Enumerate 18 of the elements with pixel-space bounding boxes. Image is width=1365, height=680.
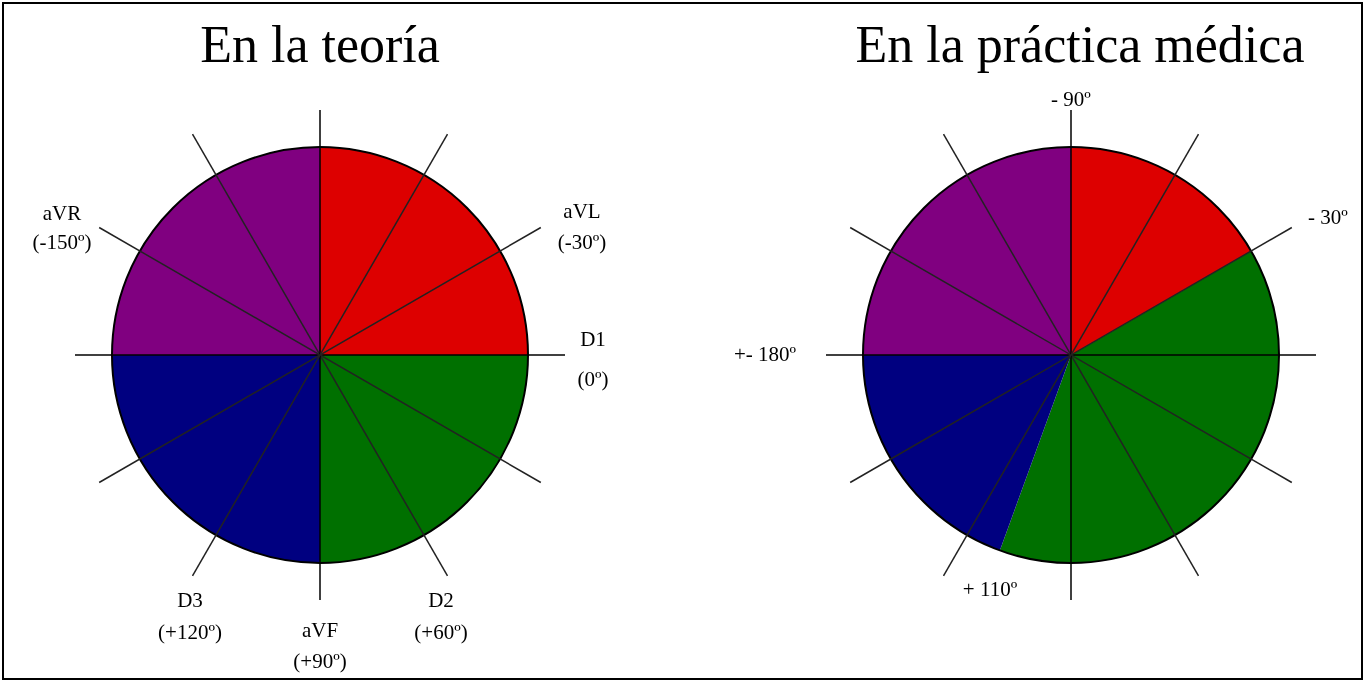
angle-label: (+60º)	[414, 621, 468, 645]
angle-label: (+90º)	[293, 650, 347, 674]
title: En la teoría	[200, 16, 440, 74]
lead-label: aVF	[301, 619, 339, 643]
lead-label: aVL	[563, 200, 601, 224]
angle-label: (-150º)	[32, 231, 92, 255]
axis-label: - 90º	[1051, 88, 1091, 112]
angle-label: (-30º)	[557, 231, 607, 255]
axis-label: +- 180º	[733, 343, 797, 367]
angle-label: (0º)	[577, 368, 609, 392]
lead-label: D1	[580, 328, 606, 352]
lead-label: D3	[177, 589, 203, 613]
angle-label: (+120º)	[158, 621, 222, 645]
axis-label: - 30º	[1308, 206, 1348, 230]
title: En la práctica médica	[855, 16, 1305, 74]
lead-label: D2	[428, 589, 454, 613]
axis-label: + 110º	[962, 578, 1018, 602]
lead-label: aVR	[42, 202, 82, 226]
